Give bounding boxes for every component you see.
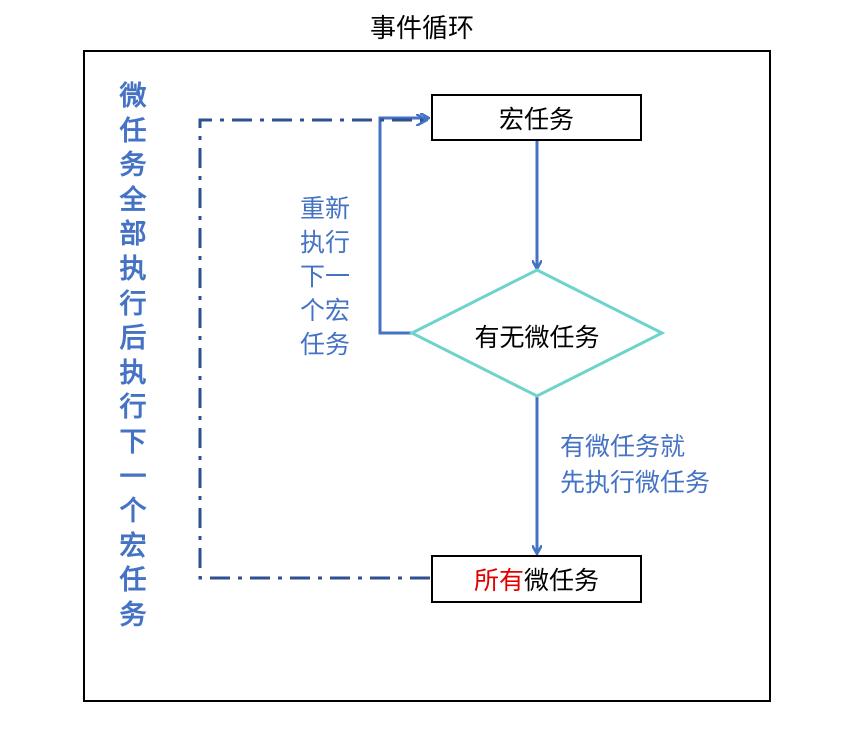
diagram-title: 事件循环 [369, 14, 474, 44]
decision-diamond [408, 268, 666, 398]
rerun-label: 重新执行下一个宏任务 [300, 194, 351, 359]
left-vertical-label: 微任务全部执行后执行下一个宏任务 [119, 81, 147, 631]
macro-task-label: 宏任务 [498, 104, 574, 134]
macro-task-box: 宏任务 [431, 94, 642, 141]
arrow-rerun-loop [378, 118, 428, 335]
decision-label: 有无微任务 [474, 323, 600, 352]
all-prefix-label: 所有 [473, 566, 524, 595]
run-micro-label-line2: 先执行微任务 [560, 468, 711, 497]
run-micro-label-line1: 有微任务就 [560, 432, 686, 461]
event-loop-frame [83, 50, 771, 702]
arrow-dashdot-loop [198, 120, 430, 580]
all-micro-tasks-box: 所有微任务 [431, 555, 642, 603]
micro-task-suffix-label: 微任务 [524, 566, 600, 595]
